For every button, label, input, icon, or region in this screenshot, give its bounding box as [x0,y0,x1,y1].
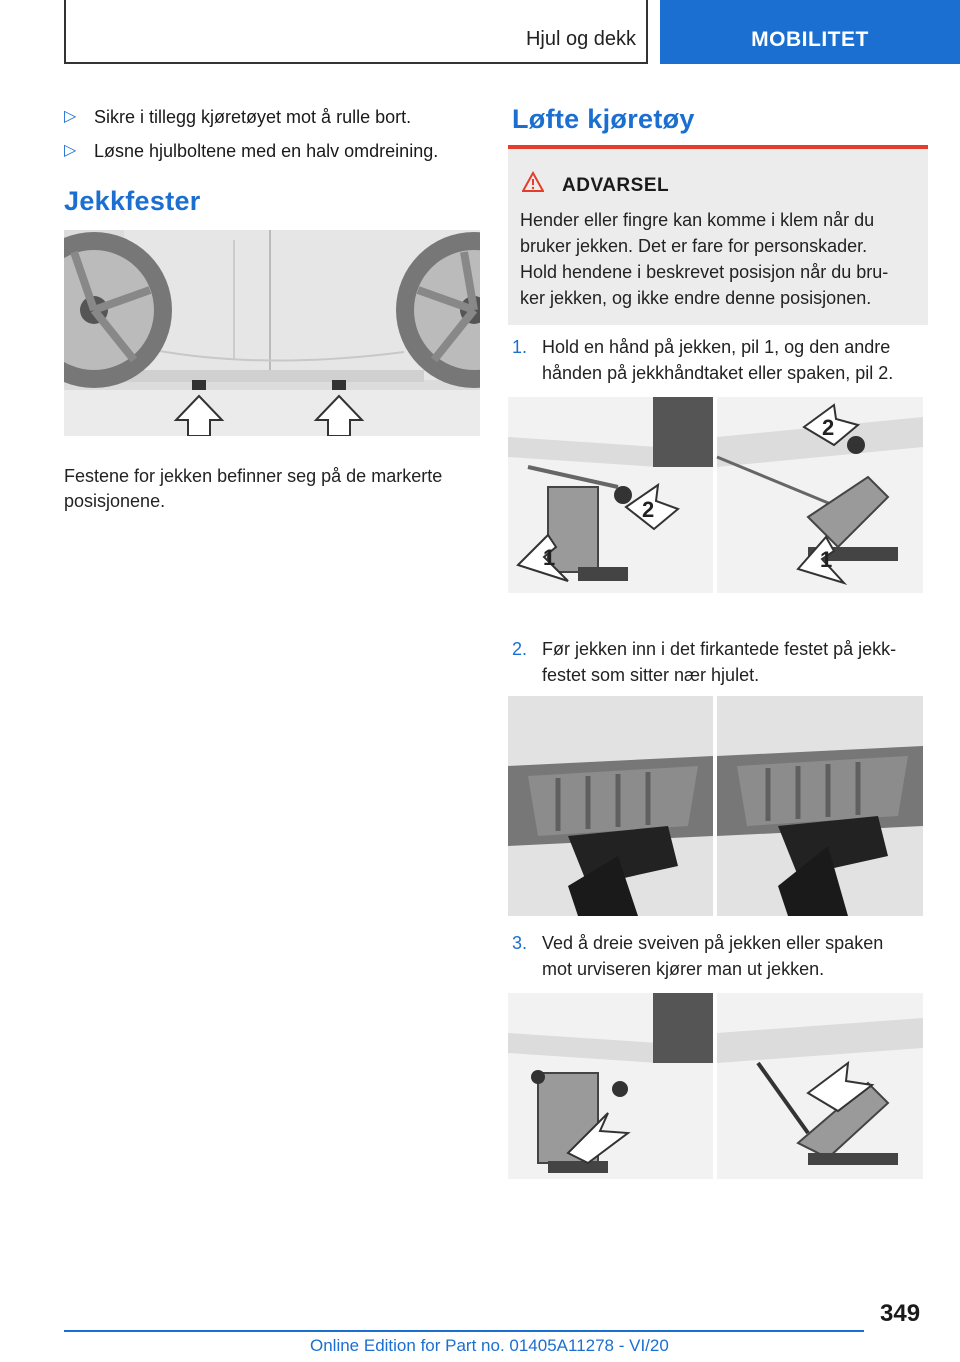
step-text: Før jekken inn i det firkantede festet p… [542,636,932,688]
step-line: Før jekken inn i det firkantede festet p… [542,639,897,659]
step-text: Ved å dreie sveiven på jekken eller spak… [542,930,932,982]
bullet-item: ▷ Sikre i tillegg kjøretøyet mot å rulle… [64,104,484,130]
step-line: mot urviseren kjører man ut jekken. [542,959,825,979]
warning-line: Hold hendene i beskrevet posisjon når du… [520,262,889,282]
chapter-tab-label: MOBILITET [751,28,869,51]
footer-edition: Online Edition for Part no. 01405A11278 … [310,1336,669,1355]
bullet-text: Sikre i tillegg kjøretøyet mot å rulle b… [94,107,412,127]
jack-hand-position-illustration: 1 2 1 2 [508,397,923,593]
warning-text: Hender eller fingre kan komme i klem når… [520,207,920,311]
step-line: hånden på jekkhåndtaket eller spaken, pi… [542,363,894,383]
step-item: 3. Ved å dreie sveiven på jekken eller s… [512,930,932,982]
jack-crank-figure [508,993,923,1179]
footer-divider [64,1330,864,1332]
jack-insert-illustration [508,696,923,916]
step-number: 3. [512,933,528,953]
jack-insert-figure [508,696,923,916]
bullet-text: Løsne hjulboltene med en halv omdreining… [94,141,439,161]
warning-line: ker jekken, og ikke endre denne posisjon… [520,288,872,308]
step-item: 1. Hold en hånd på jekken, pil 1, og den… [512,334,932,386]
step-number: 2. [512,639,528,659]
header-box: Hjul og dekk [64,0,648,64]
triangle-bullet-icon: ▷ [64,142,77,159]
arrow-label-2: 2 [642,497,654,522]
jack-hand-position-figure: 1 2 1 2 [508,397,923,593]
heading-lift-vehicle: Løfte kjøretøy [512,104,695,134]
warning-line: Hender eller fingre kan komme i klem når… [520,210,875,230]
jack-points-caption: Festene for jekken befinner seg på de ma… [64,464,484,514]
caption-line: Festene for jekken befinner seg på de ma… [64,466,443,486]
warning-line: bruker jekken. Det er fare for personska… [520,236,868,256]
step-text: Hold en hånd på jekken, pil 1, og den an… [542,334,932,386]
arrow-label-1: 1 [543,545,555,570]
warning-triangle-icon [522,171,544,192]
step-item: 2. Før jekken inn i det firkantede feste… [512,636,932,688]
jack-crank-illustration [508,993,923,1179]
page-number: 349 [880,1300,921,1327]
step-line: Hold en hånd på jekken, pil 1, og den an… [542,337,891,357]
jack-points-figure [64,230,480,436]
heading-jack-points: Jekkfester [64,186,201,216]
chapter-tab[interactable]: MOBILITET [660,0,960,64]
warning-title: ADVARSEL [562,175,670,196]
arrow-label-1b: 1 [820,547,832,572]
section-title: Hjul og dekk [525,28,636,50]
triangle-bullet-icon: ▷ [64,108,77,125]
warning-box: ADVARSEL Hender eller fingre kan komme i… [508,145,928,325]
bullet-item: ▷ Løsne hjulboltene med en halv omdreini… [64,138,484,164]
step-line: Ved å dreie sveiven på jekken eller spak… [542,933,884,953]
step-line: festet som sitter nær hjulet. [542,665,760,685]
step-number: 1. [512,337,528,357]
car-side-illustration [64,230,480,436]
arrow-label-2b: 2 [822,415,834,440]
caption-line: posisjonene. [64,491,166,511]
